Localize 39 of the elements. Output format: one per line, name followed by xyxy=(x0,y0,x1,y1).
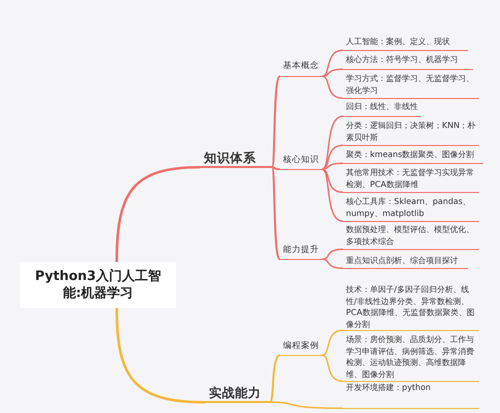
leaf-topic: 聚类：kmeans数据聚类、图像分割 xyxy=(343,149,483,164)
branch-line xyxy=(322,76,344,99)
branch-line xyxy=(322,116,344,170)
branch-line xyxy=(322,258,344,269)
subtopic: 能力提升 xyxy=(280,244,322,260)
leaf-topic: 数据预处理、模型评估、模型优化、多项技术综合 xyxy=(343,224,479,250)
leaf-topic: 人工智能：案例、定义、现状 xyxy=(343,36,468,51)
branch-line xyxy=(271,166,281,260)
subtopic: 核心知识 xyxy=(280,154,322,170)
leaf-topic: 其他常用技术：无监督学习实现异常检测、PCA数据降维 xyxy=(343,167,479,193)
branch-line xyxy=(322,50,344,77)
leaf-topic: 重点知识点剖析、综合项目探讨 xyxy=(343,255,468,269)
leaf-topic: 核心工具库：Sklearn、pandas、numpy、matplotlib xyxy=(343,196,479,222)
central-topic: Python3入门人工智能:机器学习 xyxy=(20,262,176,308)
branch-line xyxy=(322,168,344,222)
leaf-topic: 核心方法：符号学习、机器学习 xyxy=(343,54,473,70)
branch-line xyxy=(322,330,344,356)
main-topic: 实战能力 xyxy=(205,384,270,403)
branch-line xyxy=(269,354,280,403)
leaf-topic: 分类：逻辑回归；决策树；KNN；朴素贝叶斯 xyxy=(343,120,479,146)
subtopic: 基本概念 xyxy=(280,60,322,77)
leaf-topic: 开发环境搭建：python xyxy=(343,382,479,409)
leaf-topic: 回归：线性、非线性 xyxy=(343,101,421,117)
branch-line xyxy=(322,162,344,170)
branch-line xyxy=(322,354,344,382)
branch-line xyxy=(270,402,343,409)
branch-line xyxy=(272,166,280,170)
branch-line xyxy=(115,166,200,262)
leaf-topic: 学习方式：监督学习、无监督学习、强化学习 xyxy=(343,73,479,99)
branch-line xyxy=(322,68,344,77)
branch-line xyxy=(322,144,344,170)
leaf-topic: 场景：房价预测、品质划分、工作与学习申请评估、病例筛选、异常消费检测、运动轨迹预测、高维数据降维、图像分割 xyxy=(343,334,479,382)
branch-line xyxy=(322,248,344,260)
branch-line xyxy=(322,168,344,193)
leaf-topic: 技术：单因子/多因子回归分析、线性/非线性边界分类、异常数检测、PCA数据降维、无监督数据聚类、图像分割 xyxy=(343,284,479,331)
branch-line xyxy=(271,76,281,168)
main-topic: 知识体系 xyxy=(200,149,272,168)
branch-line xyxy=(115,308,206,404)
subtopic: 编程案例 xyxy=(280,340,322,356)
